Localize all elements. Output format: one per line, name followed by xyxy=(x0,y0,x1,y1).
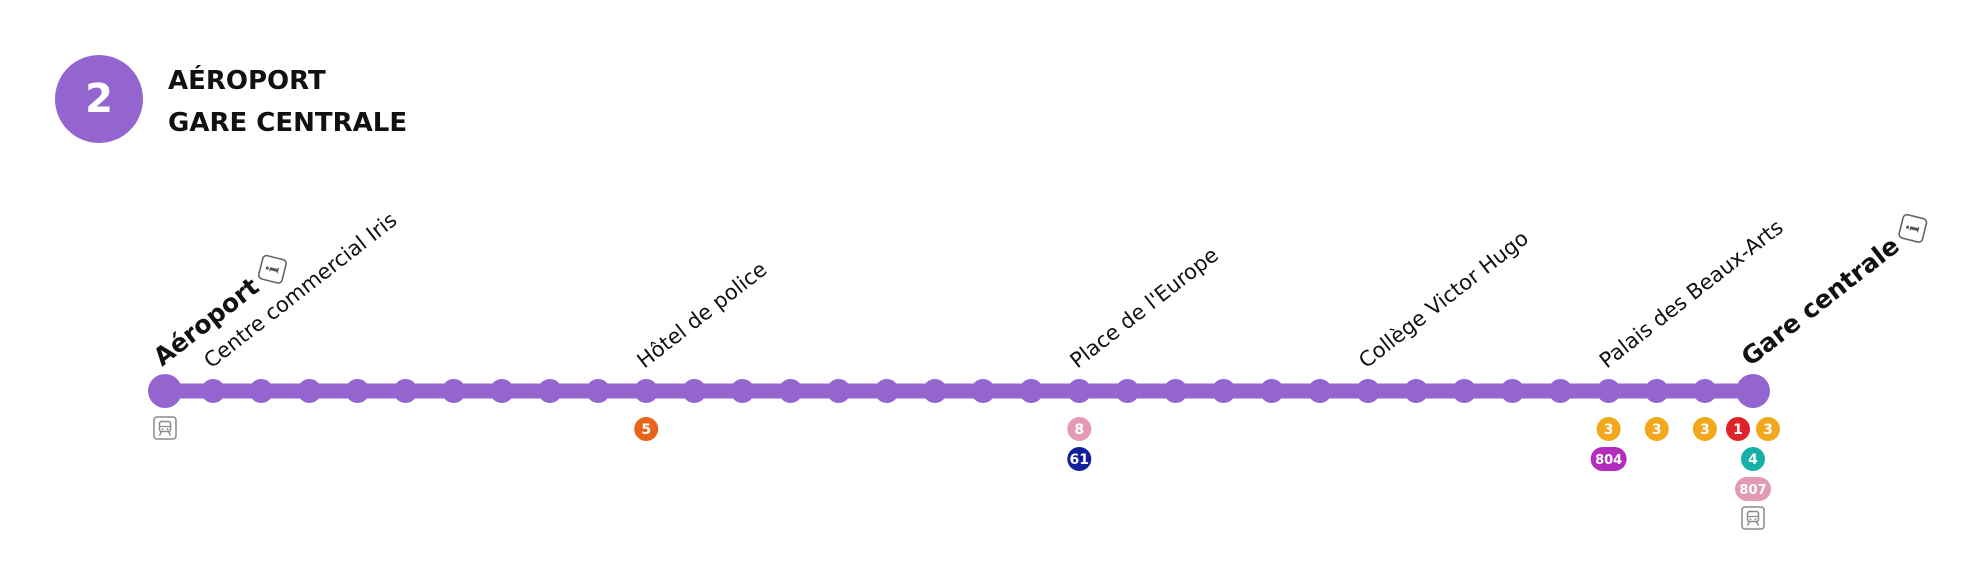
connection-label: 8 xyxy=(1074,422,1084,438)
station-dot[interactable] xyxy=(682,379,707,403)
connection-badge[interactable]: 807 xyxy=(1735,477,1771,501)
station-dot[interactable] xyxy=(1644,379,1669,403)
station-dot[interactable] xyxy=(1692,379,1717,403)
station-dot[interactable] xyxy=(1163,379,1188,403)
station-dot[interactable] xyxy=(1067,379,1092,403)
station-dot[interactable] xyxy=(826,379,851,403)
connection-label: 3 xyxy=(1700,422,1710,438)
station-dot[interactable] xyxy=(249,379,274,403)
connection-label: 61 xyxy=(1070,452,1089,468)
station-dot[interactable] xyxy=(1596,379,1621,403)
station-dot[interactable] xyxy=(537,379,562,403)
connection-badge[interactable]: 4 xyxy=(1741,447,1765,471)
station-name: Hôtel de police xyxy=(633,257,772,373)
connection-label: 807 xyxy=(1739,483,1766,498)
connection-badge[interactable]: 3 xyxy=(1644,417,1669,441)
station-dot[interactable] xyxy=(1211,379,1236,403)
station-dot[interactable] xyxy=(1307,379,1332,403)
connection-badge[interactable]: 3 xyxy=(1692,417,1717,441)
destination-title-2: GARE CENTRALE xyxy=(168,108,408,138)
station-dot[interactable] xyxy=(1019,379,1044,403)
station-dot[interactable] xyxy=(1500,379,1525,403)
terminus-dot[interactable] xyxy=(148,374,182,408)
station-label-group[interactable]: Collège Victor Hugo xyxy=(1354,226,1533,373)
info-icon-glyph: i xyxy=(263,263,284,275)
station-label-group[interactable]: Place de l'Europe xyxy=(1066,243,1223,373)
connection-badge[interactable]: 3 xyxy=(1596,417,1621,441)
station-dot[interactable] xyxy=(345,379,370,403)
station-dot[interactable] xyxy=(922,379,947,403)
line-number: 2 xyxy=(85,76,113,122)
station-label-group[interactable]: Hôtel de police xyxy=(633,257,772,373)
station-dot[interactable] xyxy=(489,379,514,403)
station-dot[interactable] xyxy=(1452,379,1477,403)
station-dot[interactable] xyxy=(778,379,803,403)
info-icon[interactable]: i xyxy=(257,254,287,284)
terminus-dot[interactable] xyxy=(1736,374,1770,408)
station-dot[interactable] xyxy=(634,379,659,403)
line-destinations: AÉROPORT GARE CENTRALE xyxy=(168,60,407,144)
connection-badge[interactable]: 5 xyxy=(634,417,659,441)
station-name: Place de l'Europe xyxy=(1066,243,1223,373)
connection-label: 3 xyxy=(1604,422,1614,438)
connection-label: 3 xyxy=(1763,422,1773,438)
connection-label: 5 xyxy=(641,422,651,438)
station-dot[interactable] xyxy=(393,379,418,403)
station-dot[interactable] xyxy=(1259,379,1284,403)
station-dot[interactable] xyxy=(297,379,322,403)
station-dot[interactable] xyxy=(1115,379,1140,403)
connection-badge[interactable]: 1 xyxy=(1726,417,1750,441)
connection-label: 1 xyxy=(1733,422,1743,438)
connection-label: 804 xyxy=(1595,453,1622,468)
station-dot[interactable] xyxy=(874,379,899,403)
destination-title-1: AÉROPORT xyxy=(168,66,326,96)
connection-badge[interactable]: 61 xyxy=(1067,447,1092,471)
connection-badge[interactable]: 3 xyxy=(1756,417,1780,441)
connection-label: 4 xyxy=(1748,452,1758,468)
station-dot[interactable] xyxy=(586,379,611,403)
connection-badge[interactable]: 804 xyxy=(1590,447,1627,471)
station-dot[interactable] xyxy=(730,379,755,403)
train-icon xyxy=(1741,506,1765,530)
station-name: Collège Victor Hugo xyxy=(1354,226,1533,373)
connection-badge[interactable]: 8 xyxy=(1067,417,1092,441)
station-dot[interactable] xyxy=(201,379,226,403)
line-number-badge: 2 xyxy=(55,55,143,143)
station-dot[interactable] xyxy=(1356,379,1381,403)
station-dot[interactable] xyxy=(441,379,466,403)
station-dot[interactable] xyxy=(971,379,996,403)
train-icon xyxy=(153,416,177,440)
info-icon-glyph: i xyxy=(1903,223,1924,235)
station-dot[interactable] xyxy=(1404,379,1429,403)
station-dot[interactable] xyxy=(1548,379,1573,403)
info-icon[interactable]: i xyxy=(1898,213,1928,243)
connection-label: 3 xyxy=(1652,422,1662,438)
